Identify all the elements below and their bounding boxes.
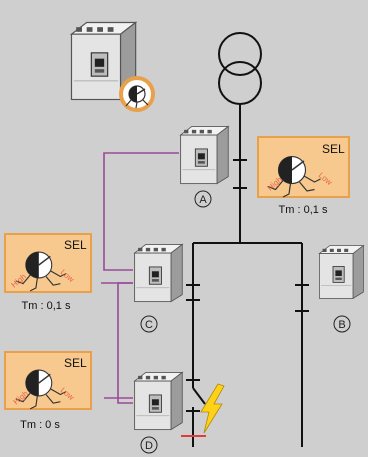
breaker-contacts: [186, 159, 309, 412]
breaker-label-b: B: [333, 315, 351, 333]
breaker-b[interactable]: [318, 245, 364, 299]
selectivity-control-wires: [101, 152, 179, 404]
svg-text:D: D: [145, 440, 153, 452]
breaker-label-d: D: [140, 436, 158, 454]
sel-label: SEL: [64, 356, 87, 370]
breaker-c[interactable]: [134, 243, 183, 303]
lightning-fault-icon: [200, 383, 225, 434]
sel-label: SEL: [322, 142, 345, 156]
single-line-bus: [192, 104, 303, 447]
tm-label: Tm : 0,1 s: [279, 204, 328, 216]
tm-label: Tm : 0 s: [20, 419, 60, 431]
svg-text:C: C: [145, 319, 153, 331]
tm-label: Tm : 0,1 s: [22, 300, 71, 312]
breaker-a[interactable]: [180, 125, 229, 185]
settings-panel-a: SEL High Low Tm : 0,1 s: [257, 136, 350, 216]
breaker-d[interactable]: [134, 371, 183, 431]
sel-label: SEL: [64, 238, 87, 252]
svg-text:B: B: [338, 319, 345, 331]
settings-panel-d: SEL High Low Tm : 0 s: [4, 351, 92, 431]
open-switch-d: [192, 387, 206, 405]
legend-breaker-icon: [70, 21, 155, 112]
breaker-label-a: A: [194, 190, 212, 208]
settings-panel-c: SEL High Low Tm : 0,1 s: [4, 233, 92, 312]
svg-text:A: A: [199, 194, 207, 206]
breaker-label-c: C: [140, 315, 158, 333]
